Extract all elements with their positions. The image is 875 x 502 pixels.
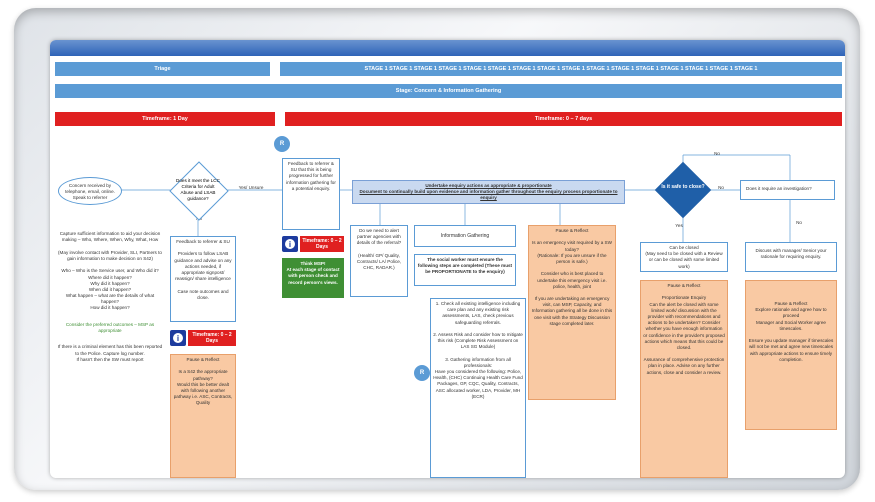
pause-reflect-mid-box: Pause & Reflect Is an emergency visit re… (528, 225, 616, 400)
timeframe-right-header: Timeframe: 0 – 7 days (285, 112, 842, 126)
think-msp-box: Think MSP! At each stage of contact with… (282, 258, 344, 298)
no-label-top: No (714, 151, 720, 156)
alert-partner-box: Do we need to alert partner agencies wit… (350, 225, 408, 297)
consider-outcomes: Consider the preferred outcomes – MSP as… (65, 321, 155, 333)
capture-body: Capture sufficient information to aid yo… (58, 231, 162, 311)
pause-reflect-right-box: Pause & Reflect Proportionate Enquiry Ca… (640, 280, 728, 478)
timeframe-badge-mid: Timeframe: 0 – 2 Days (300, 236, 344, 252)
lcc-criteria-text: Does it meet the LCC Criteria for Adult … (176, 178, 220, 201)
window-top-bar (50, 40, 845, 56)
no-label-investigation: No (796, 220, 802, 225)
r-marker-circle-lower: R (414, 365, 430, 381)
capture-information-text: Capture sufficient information to aid yo… (55, 223, 165, 478)
stage1-header: STAGE 1 STAGE 1 STAGE 1 STAGE 1 STAGE 1 … (280, 62, 842, 76)
triage-header: Triage (55, 62, 270, 76)
criminal-element: If there is a criminal element has this … (57, 344, 163, 362)
concern-received-box: Concern received by telephone, email, on… (58, 177, 122, 205)
info-icon-mid: i (282, 236, 298, 252)
info-icon: i (170, 330, 186, 346)
connector-lines (118, 154, 791, 242)
social-worker-steps-box: The social worker must ensure the follow… (414, 254, 516, 286)
undertake-title: Undertake enquiry actions as appropriate… (425, 183, 552, 188)
undertake-subtitle: Document to continually build upon evide… (359, 189, 618, 201)
feedback-referrer-box: Feedback to referrer & SU Providers to f… (170, 236, 236, 322)
pause-reflect-far-right-box: Pause & Reflect Explore rationale and ag… (745, 280, 837, 430)
discuss-manager-box: Discuss with manager/ Senior your ration… (745, 242, 837, 272)
timeframe-left-header: Timeframe: 1 Day (55, 112, 275, 126)
investigation-box: Does it require an investigation? (740, 180, 835, 200)
information-gathering-box: Information Gathering (414, 225, 516, 247)
feedback-progressed-box: Feedback to referrer & SU that this is b… (282, 158, 340, 230)
no-label-safe: No (718, 185, 724, 190)
flowchart-canvas: Triage STAGE 1 STAGE 1 STAGE 1 STAGE 1 S… (50, 40, 845, 478)
undertake-enquiry-box: Undertake enquiry actions as appropriate… (352, 180, 625, 204)
timeframe-badge-left: Timeframe: 0 – 2 Days (188, 330, 236, 346)
stage-concern-header: Stage: Concern & Information Gathering (55, 84, 842, 98)
can-be-closed-box: Can be closed (May need to be closed wit… (640, 242, 728, 272)
pause-reflect-left-box: Pause & Reflect Is a S42 the appropriate… (170, 354, 236, 478)
numbered-steps-box: 1. Check all existing intelligence inclu… (430, 298, 526, 478)
yes-label-safe: Yes (675, 223, 683, 228)
safe-to-close-text: Is it safe to close? (661, 184, 705, 190)
yes-unsure-label: Yes/ Unsure (238, 185, 264, 190)
r-marker-circle: R (274, 136, 290, 152)
